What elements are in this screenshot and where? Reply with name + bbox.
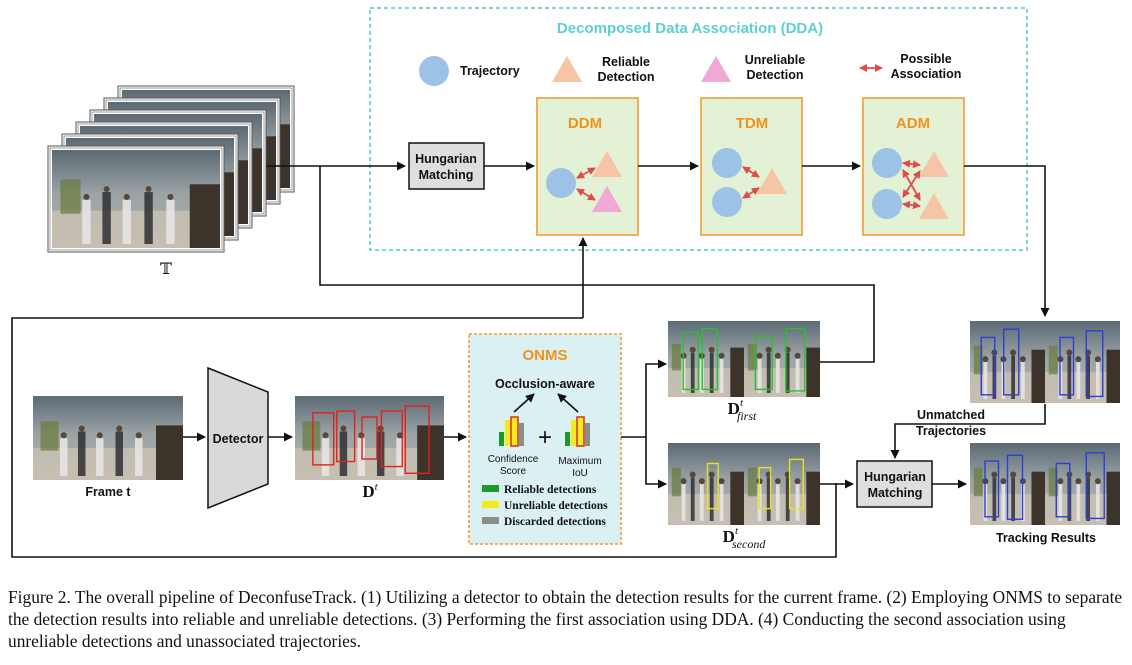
association-legend-line2: Association bbox=[891, 67, 962, 81]
trajectory-icon bbox=[872, 189, 902, 219]
hungarian-matching-bottom: Hungarian Matching bbox=[856, 460, 933, 508]
pipeline-diagram: Decomposed Data Association (DDA) Trajec… bbox=[11, 7, 1120, 558]
reliable-detection-legend-icon bbox=[552, 56, 582, 82]
detections-dt-image bbox=[295, 396, 444, 480]
onms-module: ONMS Occlusion-aware + Confidence Score … bbox=[468, 333, 622, 545]
unreliable-detection-icon bbox=[592, 186, 622, 212]
unreliable-legend-line2: Detection bbox=[747, 68, 804, 82]
occlusion-aware-label: Occlusion-aware bbox=[495, 377, 595, 391]
hungarian-bottom-line1: Hungarian bbox=[864, 470, 926, 484]
trajectory-legend-label: Trajectory bbox=[460, 64, 520, 78]
unmatched-trajectories-arrow bbox=[890, 404, 1046, 459]
tracking-results-label: Tracking Results bbox=[996, 531, 1096, 545]
hungarian-matching-top: Hungarian Matching bbox=[408, 142, 485, 190]
first-detections-image bbox=[668, 321, 820, 397]
onms-title: ONMS bbox=[523, 347, 568, 364]
onms-to-first-arrow bbox=[621, 359, 667, 438]
adm-title: ADM bbox=[896, 115, 930, 132]
sequence-label: 𝕋 bbox=[160, 261, 172, 278]
second-detections-loop-line bbox=[11, 317, 837, 558]
reliable-legend-line2: Detection bbox=[598, 70, 655, 84]
frame-t-label: Frame t bbox=[85, 485, 131, 499]
unreliable-legend-line1: Unreliable bbox=[745, 53, 805, 67]
hungarian-bottom-line2: Matching bbox=[868, 486, 923, 500]
plus-sign: + bbox=[538, 424, 552, 451]
unmatched-line2: Trajectories bbox=[916, 424, 986, 438]
tdm-module: TDM bbox=[700, 97, 803, 236]
adm-module: ADM bbox=[862, 97, 965, 236]
maximum-iou-icon bbox=[565, 416, 590, 447]
reliable-detection-icon bbox=[919, 193, 949, 219]
unmatched-line1: Unmatched bbox=[917, 408, 985, 422]
detector-block: Detector bbox=[207, 366, 269, 510]
reliable-detections-swatch bbox=[482, 485, 499, 492]
unreliable-detections-label: Unreliable detections bbox=[504, 500, 608, 512]
reliable-detections-label: Reliable detections bbox=[504, 484, 597, 496]
dda-title: Decomposed Data Association (DDA) bbox=[557, 20, 823, 37]
unreliable-detection-legend-icon bbox=[701, 56, 731, 82]
confidence-line2: Score bbox=[500, 466, 527, 477]
reliable-detection-icon bbox=[592, 151, 622, 177]
trajectory-legend-icon bbox=[419, 56, 449, 86]
reliable-detection-icon bbox=[757, 168, 787, 194]
detector-label: Detector bbox=[213, 432, 264, 446]
reliable-detection-icon bbox=[919, 151, 949, 177]
max-iou-line1: Maximum bbox=[558, 456, 601, 467]
figure-caption: Figure 2. The overall pipeline of Deconf… bbox=[8, 587, 1123, 651]
discarded-detections-label: Discarded detections bbox=[504, 516, 606, 528]
discarded-detections-swatch bbox=[482, 517, 499, 524]
onms-to-second-arrow bbox=[645, 437, 667, 489]
adm-to-results-arrow bbox=[964, 165, 1050, 317]
association-legend-line1: Possible bbox=[900, 52, 951, 66]
trajectory-icon bbox=[712, 148, 742, 178]
hungarian-top-line2: Matching bbox=[419, 168, 474, 182]
second-detections-image bbox=[668, 443, 820, 525]
tracking-results-image bbox=[970, 443, 1120, 525]
reliable-legend-line1: Reliable bbox=[602, 55, 650, 69]
trajectory-icon bbox=[712, 187, 742, 217]
trajectory-icon bbox=[546, 168, 576, 198]
trajectory-icon bbox=[872, 148, 902, 178]
frame-sequence-stack bbox=[47, 85, 295, 253]
dt-label: Dt bbox=[362, 481, 378, 501]
dda-container bbox=[369, 7, 1028, 251]
ddm-module: DDM bbox=[536, 97, 639, 236]
confidence-line1: Confidence bbox=[488, 454, 539, 465]
unreliable-detections-swatch bbox=[482, 501, 499, 508]
max-iou-line2: IoU bbox=[572, 468, 588, 479]
tdm-title: TDM bbox=[736, 115, 769, 132]
hungarian-top-line1: Hungarian bbox=[415, 152, 477, 166]
confidence-score-icon bbox=[499, 416, 524, 447]
ddm-title: DDM bbox=[568, 115, 602, 132]
trajectory-loop-line bbox=[319, 166, 875, 363]
frame-t-image bbox=[33, 396, 183, 480]
matched-results-image bbox=[970, 321, 1120, 403]
